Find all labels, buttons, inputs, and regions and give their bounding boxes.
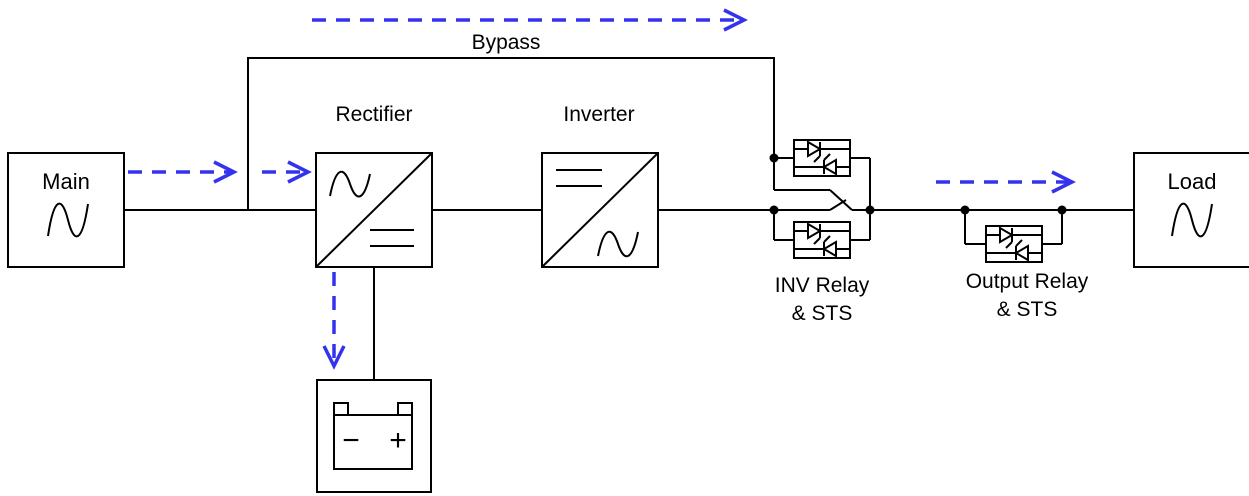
battery-box: − + — [316, 379, 432, 493]
ac-sine-icon — [47, 202, 89, 238]
output-relay-label-line2: & STS — [997, 298, 1058, 321]
rectifier-box — [315, 152, 433, 268]
thyristor-pair-icon — [985, 225, 1043, 263]
thyristor-pair-icon — [793, 221, 851, 259]
inverter-box — [541, 152, 659, 268]
bypass-label: Bypass — [472, 31, 541, 54]
output-relay-sts — [960, 205, 1067, 263]
bypass-line — [247, 57, 775, 210]
inv-relay-label-line2: & STS — [792, 302, 853, 325]
flow-arrow-main — [128, 160, 238, 184]
load-box: Load — [1133, 152, 1249, 268]
inverter-label: Inverter — [563, 103, 634, 126]
flow-arrow-load — [936, 170, 1076, 194]
thyristor-pair-icon — [793, 139, 851, 177]
flow-arrow-rectifier-in — [262, 160, 312, 184]
flow-arrows — [128, 8, 1076, 370]
output-relay-label-line1: Output Relay — [966, 270, 1089, 293]
load-label: Load — [1168, 169, 1217, 194]
flow-arrow-bypass — [312, 8, 748, 32]
ac-sine-icon — [329, 170, 371, 198]
battery-minus-sign: − — [342, 424, 360, 457]
flow-arrow-battery — [322, 272, 346, 370]
ac-sine-icon — [597, 230, 639, 258]
inv-relay-sts — [769, 139, 875, 259]
main-label: Main — [42, 169, 90, 194]
ac-sine-icon — [1171, 202, 1213, 238]
main-source-box: Main — [7, 152, 125, 268]
inv-relay-label-line1: INV Relay — [775, 274, 870, 297]
battery-plus-sign: + — [389, 424, 407, 457]
rectifier-label: Rectifier — [335, 103, 412, 126]
